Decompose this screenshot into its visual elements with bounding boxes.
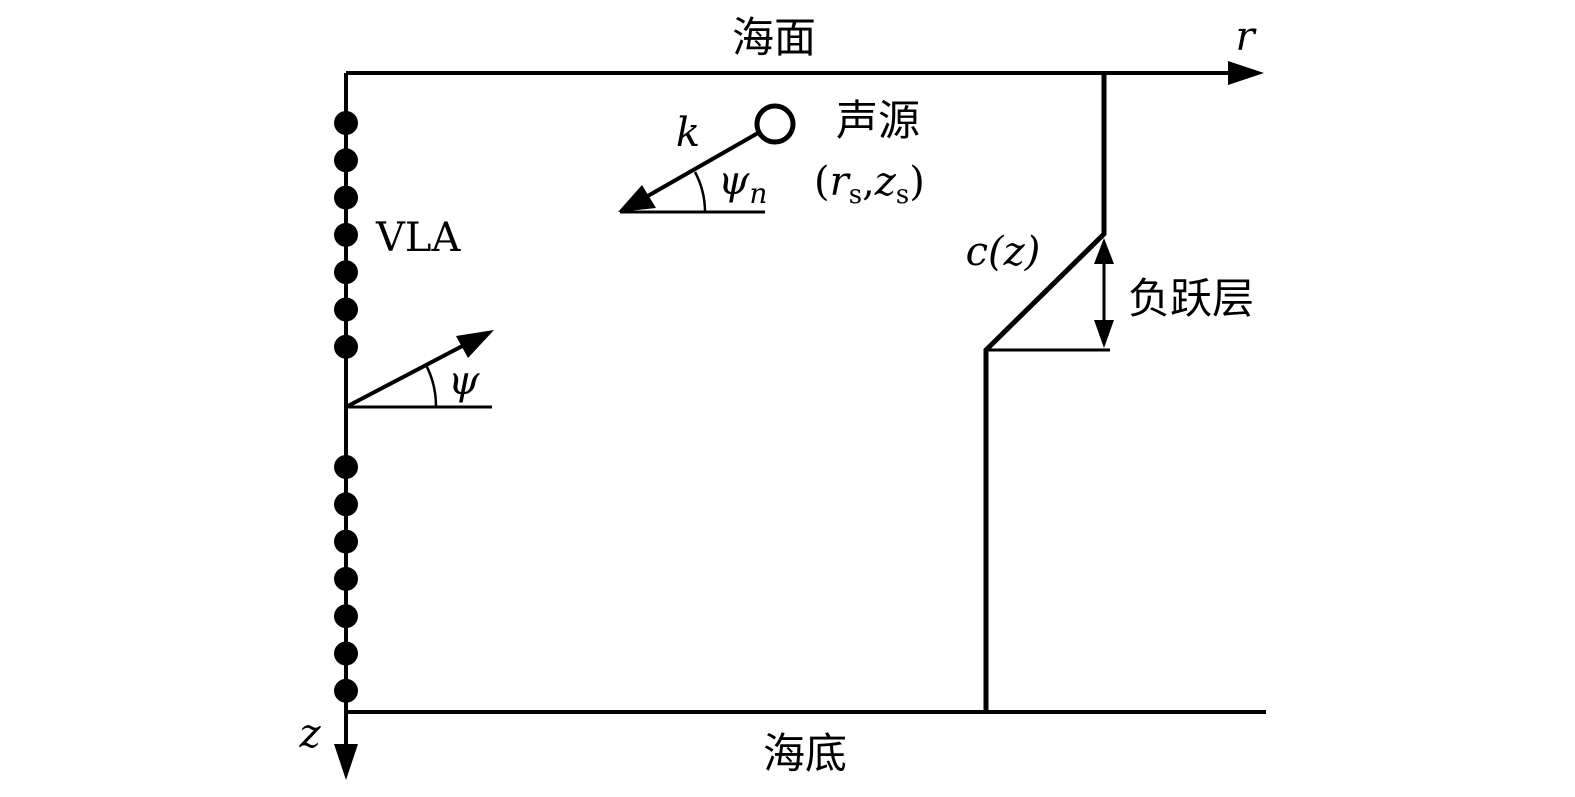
- r-axis-arrowhead: [1228, 61, 1264, 85]
- sea-bottom-label: 海底: [763, 729, 847, 778]
- z-axis-arrowhead: [334, 744, 358, 780]
- hydrophone-lower-5: [334, 604, 358, 629]
- thermocline-label: 负跃层: [1128, 274, 1254, 323]
- source-label: 声源: [836, 96, 920, 145]
- k-arrow-shaft: [645, 131, 759, 199]
- sound-speed-label: c(z): [966, 229, 1041, 275]
- z-axis-label: z: [298, 711, 321, 757]
- hydrophone-upper-7: [334, 334, 358, 359]
- hydrophone-lower-1: [334, 455, 358, 479]
- vla-label: VLA: [375, 215, 461, 261]
- source-position-r: r: [830, 159, 852, 205]
- wavenumber-label: k: [676, 110, 700, 156]
- hydrophone-lower-2: [334, 492, 358, 517]
- source-position-z: z: [874, 159, 897, 205]
- source-marker: [754, 103, 796, 145]
- k-arrowhead: [618, 185, 656, 212]
- sea-surface-label: 海面: [732, 13, 816, 62]
- hydrophone-upper-5: [334, 260, 358, 285]
- hydrophone-upper-1: [334, 111, 358, 135]
- psi-n-label: ψn: [718, 158, 767, 210]
- psi-arrow-shaft: [345, 340, 471, 409]
- psi-n-subscript: n: [749, 177, 767, 210]
- hydrophone-upper-3: [334, 185, 358, 210]
- source-position-z-sub: s: [896, 180, 909, 210]
- psi-arrowhead: [456, 330, 494, 358]
- hydrophone-lower-3: [334, 529, 358, 554]
- psi-angle-arc: [424, 364, 438, 408]
- sound-speed-profile: [983, 73, 1107, 712]
- hydrophone-upper-2: [334, 148, 358, 173]
- source-position-label: (rs,zs): [814, 159, 925, 210]
- thermocline-arrowhead-up: [1094, 238, 1114, 264]
- r-axis-label: r: [1235, 14, 1257, 60]
- source-position-r-sub: s: [849, 180, 862, 210]
- hydrophone-upper-4: [334, 222, 358, 247]
- thermocline-arrowhead-down: [1094, 320, 1114, 348]
- vla-hydrophones: [334, 111, 358, 703]
- hydrophone-upper-6: [334, 297, 358, 322]
- hydrophone-lower-7: [334, 678, 358, 703]
- psi-label: ψ: [448, 358, 480, 404]
- psi-n-angle-arc: [693, 171, 707, 213]
- hydrophone-lower-6: [334, 641, 358, 666]
- hydrophone-lower-4: [334, 566, 358, 591]
- psi-n-symbol: ψ: [718, 158, 750, 204]
